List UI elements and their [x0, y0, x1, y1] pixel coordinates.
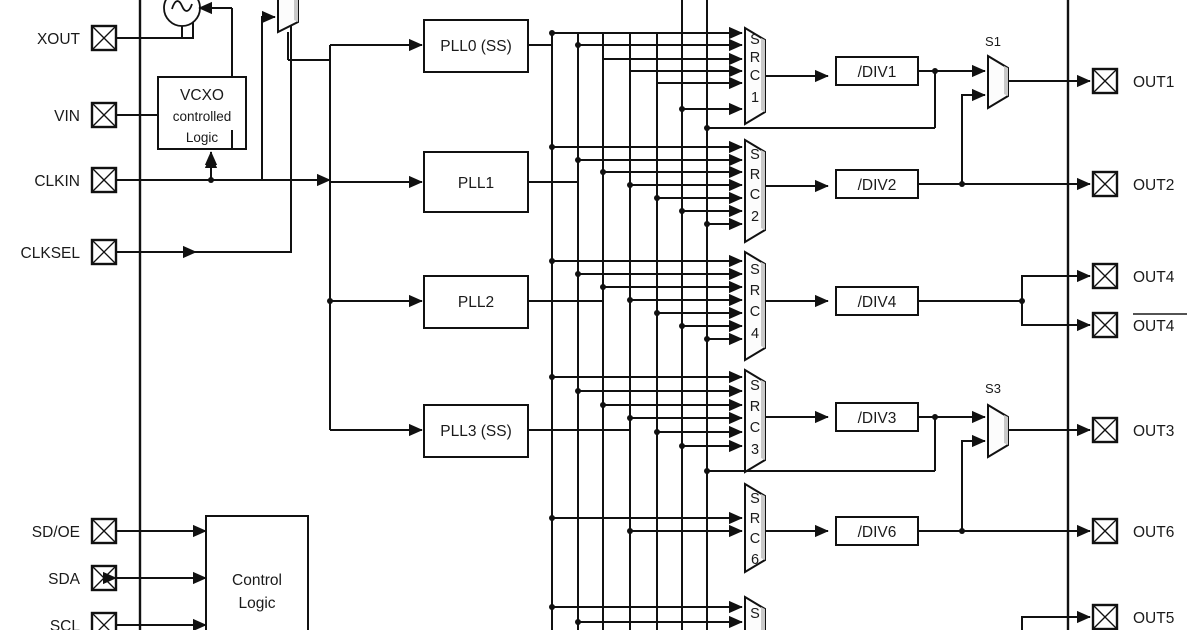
pin-label-clkin: CLKIN — [34, 173, 80, 190]
pll0-label: PLL0 (SS) — [440, 38, 512, 55]
src6-letter-s: S — [750, 491, 760, 507]
vcxo-line-2: controlled — [173, 109, 232, 124]
pad-sda[interactable] — [90, 564, 118, 592]
pin-label-vin: VIN — [54, 108, 80, 125]
pad-xout[interactable] — [90, 24, 118, 52]
pin-label-out6: OUT6 — [1133, 524, 1174, 541]
src3-letter-s: S — [750, 378, 760, 394]
block-control-logic — [205, 515, 309, 630]
src1-letters: S R C 1 — [750, 32, 760, 106]
pin-label-out2: OUT2 — [1133, 177, 1174, 194]
mux-src2[interactable] — [744, 138, 766, 244]
src1-letter-r: R — [750, 50, 760, 66]
pad-out1[interactable] — [1091, 67, 1119, 95]
vcxo-line-3: Logic — [186, 130, 219, 145]
pad-clksel[interactable] — [90, 238, 118, 266]
src2-letter-s: S — [750, 147, 760, 163]
div3-label: /DIV3 — [858, 410, 897, 427]
src1-letter-n: 1 — [751, 90, 759, 106]
pin-label-out4-bar: OUT4 — [1133, 318, 1175, 335]
vcxo-line-1: VCXO — [180, 87, 224, 104]
pin-label-sdoe: SD/OE — [32, 524, 80, 541]
src1-letter-s: S — [750, 32, 760, 48]
selector-label-s1: S1 — [985, 34, 1001, 49]
pin-label-out4: OUT4 — [1133, 269, 1175, 286]
pll3-label: PLL3 (SS) — [440, 423, 512, 440]
pin-label-out1: OUT1 — [1133, 74, 1174, 91]
pad-out3[interactable] — [1091, 416, 1119, 444]
selector-label-s3: S3 — [985, 381, 1001, 396]
pad-out2[interactable] — [1091, 170, 1119, 198]
source-bus-lines — [551, 0, 708, 630]
src2-letter-c: C — [750, 187, 760, 203]
pin-label-sda: SDA — [48, 571, 81, 588]
src4-letter-c: C — [750, 304, 760, 320]
mux-src3[interactable] — [744, 368, 766, 474]
clkin-select-mux[interactable] — [277, 0, 299, 34]
pad-out4[interactable] — [1091, 262, 1119, 290]
src2-letter-n: 2 — [751, 209, 759, 225]
src6-letter-r: R — [750, 511, 760, 527]
mux-src6[interactable] — [744, 482, 766, 574]
pll1-label: PLL1 — [458, 175, 494, 192]
pad-out6[interactable] — [1091, 517, 1119, 545]
src1-letter-c: C — [750, 68, 760, 84]
src6-letter-c: C — [750, 531, 760, 547]
pad-sdoe[interactable] — [90, 517, 118, 545]
src2-letters: S R C 2 — [750, 147, 760, 225]
src4-letter-n: 4 — [751, 326, 759, 342]
src4-letter-s: S — [750, 262, 760, 278]
src3-letter-c: C — [750, 420, 760, 436]
mux-s1[interactable] — [987, 54, 1009, 110]
mux-s3[interactable] — [987, 403, 1009, 459]
div4-label: /DIV4 — [858, 294, 897, 311]
pad-out5[interactable] — [1091, 603, 1119, 630]
block-div4 — [835, 286, 919, 316]
div1-label: /DIV1 — [858, 64, 897, 81]
pin-label-out5: OUT5 — [1133, 610, 1174, 627]
pad-vin[interactable] — [90, 101, 118, 129]
pin-label-xout: XOUT — [37, 31, 81, 48]
pin-label-out3: OUT3 — [1133, 423, 1174, 440]
src5-letters: S — [750, 606, 760, 622]
control-logic-line-1: Control — [232, 572, 282, 589]
src6-letters: S R C 6 — [750, 491, 760, 568]
src4-letter-r: R — [750, 283, 760, 299]
block-div1 — [835, 56, 919, 86]
mux-src5[interactable] — [744, 595, 766, 630]
src6-letter-n: 6 — [751, 552, 759, 568]
mux-src4[interactable] — [744, 250, 766, 362]
pll2-label: PLL2 — [458, 294, 494, 311]
pin-label-scl: SCL — [50, 618, 81, 630]
block-pll2 — [423, 275, 529, 329]
pad-scl[interactable] — [90, 611, 118, 630]
src5-letter-s: S — [750, 606, 760, 622]
src3-letters: S R C 3 — [750, 378, 760, 458]
src4-letters: S R C 4 — [750, 262, 760, 342]
block-div3 — [835, 402, 919, 432]
div2-label: /DIV2 — [858, 177, 897, 194]
block-div2 — [835, 169, 919, 199]
pin-label-clksel: CLKSEL — [21, 245, 81, 262]
src2-letter-r: R — [750, 167, 760, 183]
pad-out4-bar[interactable] — [1091, 311, 1119, 339]
crystal-oscillator-icon — [163, 0, 201, 38]
pad-clkin[interactable] — [90, 166, 118, 194]
control-logic-line-2: Logic — [238, 595, 275, 612]
mux-src1[interactable] — [744, 26, 766, 126]
src3-letter-n: 3 — [751, 442, 759, 458]
div6-label: /DIV6 — [858, 524, 897, 541]
block-pll0 — [423, 19, 529, 73]
src3-letter-r: R — [750, 399, 760, 415]
